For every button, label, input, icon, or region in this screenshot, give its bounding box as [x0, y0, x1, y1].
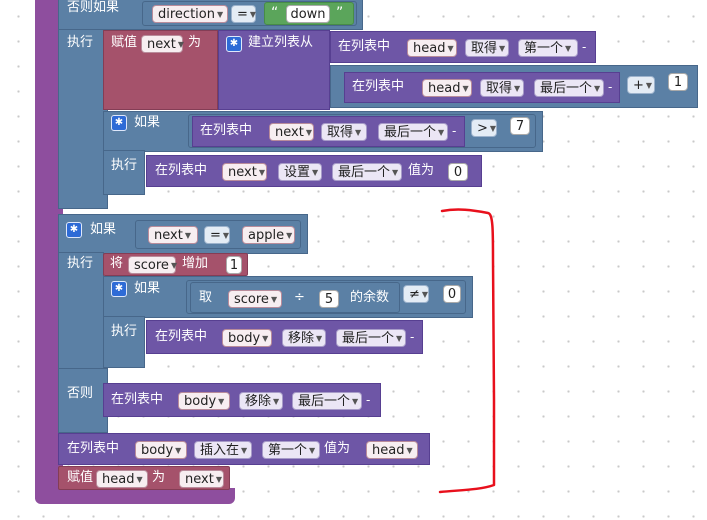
in-list-label-4: 在列表中 — [155, 163, 208, 178]
change-label: 将 — [110, 256, 124, 271]
do-label-4: 执行 — [111, 324, 138, 339]
last-dropdown-2[interactable]: 最后一个▼ — [378, 123, 448, 141]
op-neq-dropdown[interactable]: ≠▼ — [403, 285, 429, 303]
create-list-label: 建立列表从 — [248, 35, 314, 50]
to-label: 为 — [188, 35, 202, 50]
else-section — [58, 368, 108, 433]
first-dropdown[interactable]: 第一个▼ — [518, 39, 578, 57]
nested-if-spine — [103, 150, 145, 195]
last-dropdown[interactable]: 最后一个▼ — [534, 79, 604, 97]
do-label-2: 执行 — [111, 158, 138, 173]
get-dropdown-3[interactable]: 取得▼ — [321, 123, 367, 141]
gear-icon-2[interactable]: ✱ — [111, 115, 127, 131]
dash-3: - — [452, 124, 457, 138]
procedure-frame-bottom — [35, 488, 235, 504]
quote-open-icon: “ — [271, 5, 279, 21]
value-is-label: 值为 — [408, 163, 435, 178]
in-list-label-6: 在列表中 — [111, 392, 164, 407]
text-down-field[interactable]: down — [286, 5, 330, 23]
number-0[interactable]: 0 — [448, 163, 468, 181]
if-label-2: 如果 — [90, 222, 117, 237]
if-label: 如果 — [134, 115, 161, 130]
get-dropdown[interactable]: 取得▼ — [465, 39, 509, 57]
variable-direction[interactable]: direction▼ — [152, 5, 228, 23]
op-equals-dropdown-2[interactable]: =▼ — [204, 226, 230, 244]
last-dropdown-5[interactable]: 最后一个▼ — [292, 392, 362, 410]
remove-dropdown[interactable]: 移除▼ — [282, 329, 326, 347]
dash-4: - — [410, 330, 415, 344]
if-label-3: 如果 — [134, 281, 161, 296]
remainder-label: 的余数 — [350, 290, 390, 305]
dash-5: - — [366, 393, 371, 407]
in-list-label-2: 在列表中 — [352, 79, 405, 94]
do-label: 执行 — [67, 35, 94, 50]
variable-head[interactable]: head▼ — [407, 39, 457, 57]
last-dropdown-3[interactable]: 最后一个▼ — [332, 163, 402, 181]
number-1[interactable]: 1 — [668, 73, 688, 91]
variable-head-2[interactable]: head▼ — [422, 79, 472, 97]
first-dropdown-2[interactable]: 第一个▼ — [262, 441, 320, 459]
variable-next[interactable]: next▼ — [141, 35, 184, 53]
remainder-block[interactable] — [190, 282, 400, 313]
do-label-3: 执行 — [67, 256, 94, 271]
variable-body[interactable]: body▼ — [222, 329, 272, 347]
number-0-b[interactable]: 0 — [443, 285, 461, 303]
variable-apple[interactable]: apple▼ — [242, 226, 295, 244]
variable-score-2[interactable]: score▼ — [228, 290, 282, 308]
gear-icon-3[interactable]: ✱ — [66, 222, 82, 238]
variable-head-3[interactable]: head▼ — [366, 441, 418, 459]
insert-at-dropdown[interactable]: 插入在▼ — [194, 441, 252, 459]
set-label: 赋值 — [111, 35, 138, 50]
in-list-label-5: 在列表中 — [155, 329, 208, 344]
value-is-label-2: 值为 — [324, 441, 351, 456]
op-plus-dropdown[interactable]: +▼ — [627, 76, 655, 94]
number-5[interactable]: 5 — [319, 290, 339, 308]
in-list-label: 在列表中 — [338, 39, 391, 54]
variable-next-4[interactable]: next▼ — [148, 226, 198, 244]
else-if-spine — [58, 29, 108, 209]
gear-icon-4[interactable]: ✱ — [111, 281, 127, 297]
to-label-2: 为 — [152, 470, 166, 485]
gear-icon[interactable]: ✱ — [226, 36, 242, 52]
else-if-label: 否则如果 — [67, 0, 120, 15]
increase-label: 增加 — [182, 256, 209, 271]
op-gt-dropdown[interactable]: >▼ — [471, 119, 497, 137]
variable-next-2[interactable]: next▼ — [269, 123, 314, 141]
number-1-b[interactable]: 1 — [226, 256, 242, 274]
variable-body-2[interactable]: body▼ — [178, 392, 230, 410]
remove-dropdown-2[interactable]: 移除▼ — [239, 392, 283, 410]
variable-head-4[interactable]: head▼ — [96, 470, 148, 488]
div-label: ÷ — [294, 290, 305, 305]
variable-score[interactable]: score▼ — [128, 256, 177, 274]
variable-next-3[interactable]: next▼ — [222, 163, 267, 181]
quote-close-icon: ” — [336, 5, 344, 21]
else-label: 否则 — [67, 386, 94, 401]
if-remainder-spine — [103, 316, 145, 368]
variable-body-3[interactable]: body▼ — [135, 441, 187, 459]
set-op-dropdown[interactable]: 设置▼ — [278, 163, 322, 181]
take-label: 取 — [199, 290, 213, 305]
variable-next-5[interactable]: next▼ — [179, 470, 224, 488]
in-list-label-7: 在列表中 — [67, 441, 120, 456]
dash: - — [582, 40, 587, 54]
op-equals-dropdown[interactable]: =▼ — [231, 5, 256, 23]
in-list-label-3: 在列表中 — [200, 123, 253, 138]
dash-2: - — [608, 80, 613, 94]
last-dropdown-4[interactable]: 最后一个▼ — [336, 329, 406, 347]
get-dropdown-2[interactable]: 取得▼ — [480, 79, 524, 97]
set-label-2: 赋值 — [67, 470, 94, 485]
number-7[interactable]: 7 — [510, 117, 530, 135]
